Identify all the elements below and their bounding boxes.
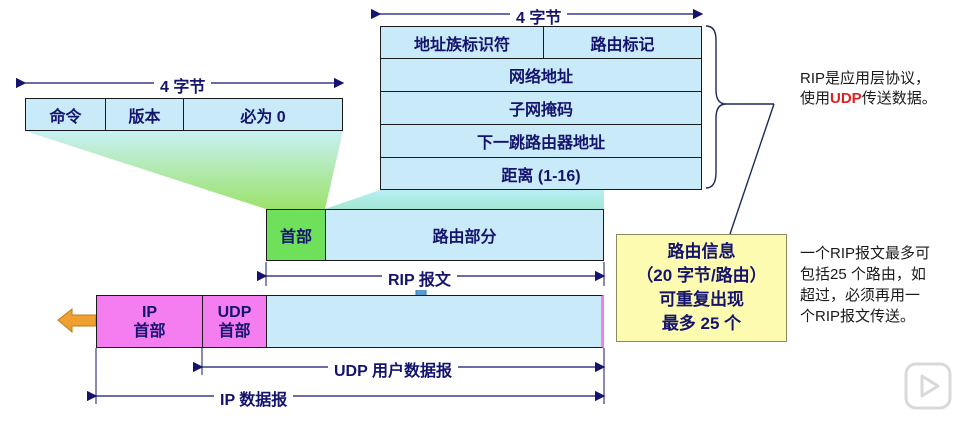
field-label: 子网掩码: [508, 102, 573, 119]
udp-header-line2: 首部: [218, 322, 251, 340]
field-label: 命令: [49, 108, 82, 126]
udp-note-suffix: 传送数据。: [861, 90, 937, 107]
udp-datagram-label: UDP 用户数据报: [328, 357, 458, 381]
field-version: 版本: [105, 98, 184, 131]
limit-note-line: 个RIP报文传送。: [800, 308, 916, 325]
route-info-line2: （20 字节/路由）: [636, 266, 767, 285]
play-icon: [904, 362, 952, 410]
route-info-line4: 最多 25 个: [661, 314, 742, 333]
field-command: 命令: [25, 98, 106, 131]
rip-header-label: 首部: [279, 229, 312, 246]
left-width-label: 4 字节: [154, 73, 212, 97]
ip-header-line1: IP: [141, 303, 158, 321]
udp-note: RIP是应用层协议， 使用UDP传送数据。: [800, 69, 970, 109]
route-entry-table: 地址族标识符 路由标记 网络地址 子网掩码 下一跳路由器地址 距离 (1-16): [380, 26, 702, 190]
limit-note-line: 包括25 个路由，如: [800, 266, 926, 283]
rip-routing-block: 路由部分: [325, 209, 604, 261]
field-label: 版本: [128, 108, 161, 126]
field-label: 必为 0: [240, 108, 286, 126]
route-info-line1: 路由信息: [667, 242, 736, 261]
rip-header-block: 首部: [266, 209, 326, 261]
field-label: 网络地址: [508, 69, 573, 86]
header-beam-left: [25, 131, 343, 209]
rip-routing-label: 路由部分: [432, 229, 497, 246]
field-label: 地址族标识符: [413, 36, 510, 54]
field-distance: 距离 (1-16): [380, 157, 702, 190]
field-address-family: 地址族标识符: [380, 26, 544, 59]
field-must-be-zero: 必为 0: [183, 98, 343, 131]
udp-data-block: [266, 295, 604, 348]
field-subnet-mask: 子网掩码: [380, 91, 702, 125]
field-label: 路由标记: [590, 36, 655, 54]
top-width-label: 4 字节: [510, 4, 568, 28]
rip-packet-label: RIP 报文: [382, 266, 457, 290]
udp-note-prefix: 使用: [800, 90, 831, 107]
ip-header-line2: 首部: [133, 322, 166, 340]
ip-datagram-label: IP 数据报: [214, 386, 294, 410]
field-next-hop: 下一跳路由器地址: [380, 124, 702, 158]
udp-note-line1: RIP是应用层协议，: [800, 70, 931, 87]
route-info-line3: 可重复出现: [659, 290, 744, 309]
routing-beam-right: [325, 190, 604, 209]
field-label: 下一跳路由器地址: [476, 135, 605, 152]
rip-header-table: 命令 版本 必为 0: [25, 98, 343, 131]
udp-header-line1: UDP: [217, 303, 252, 321]
udp-note-line2: 使用UDP传送数据。: [800, 89, 970, 109]
field-label: 距离 (1-16): [501, 167, 581, 185]
field-route-tag: 路由标记: [543, 26, 702, 59]
field-network-address: 网络地址: [380, 58, 702, 92]
udp-header-block: UDP 首部: [202, 295, 267, 348]
limit-note-line: 超过，必须再用一: [800, 287, 921, 304]
udp-note-highlight: UDP: [830, 90, 862, 107]
orange-left-arrow: [57, 307, 97, 334]
route-brace: [705, 25, 727, 189]
route-info-note: 路由信息 （20 字节/路由） 可重复出现 最多 25 个: [616, 234, 787, 342]
limit-note: 一个RIP报文最多可 包括25 个路由，如 超过，必须再用一 个RIP报文传送。: [800, 243, 970, 327]
ip-header-block: IP 首部: [96, 295, 203, 348]
limit-note-line: 一个RIP报文最多可: [800, 245, 931, 262]
